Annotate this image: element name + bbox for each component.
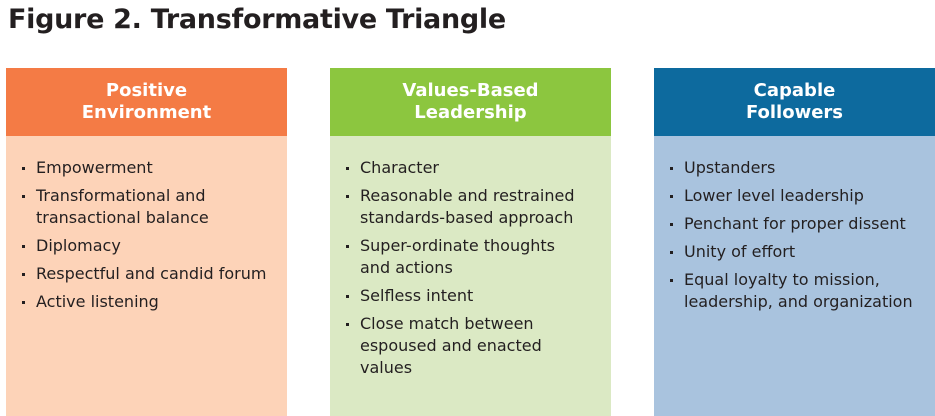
bullet-icon (346, 245, 349, 248)
bullet-text: and actions (360, 258, 453, 277)
bullet-text: Penchant for proper dissent (684, 214, 906, 233)
bullet-item: Upstanders (668, 157, 925, 179)
bullet-text: Equal loyalty to mission, (684, 270, 880, 289)
bullet-icon (670, 279, 673, 282)
bullet-icon (22, 245, 25, 248)
bullet-icon (346, 323, 349, 326)
bullet-text: Reasonable and restrained (360, 186, 575, 205)
column-header-line: Environment (81, 102, 212, 123)
column-header-line: Values-Based (402, 80, 539, 101)
bullet-item: Selfless intent (344, 285, 601, 307)
bullet-item: Close match between espoused and enacted v… (344, 313, 601, 379)
bullet-icon (346, 195, 349, 198)
bullet-item: Equal loyalty to mission, leadership, and… (668, 269, 925, 313)
column-header-line: Capable (753, 80, 836, 101)
bullet-text: Respectful and candid forum (36, 264, 267, 283)
bullet-text: Super-ordinate thoughts (360, 236, 556, 255)
bullet-text: espoused and enacted (360, 336, 542, 355)
bullet-text: leadership, and organization (684, 292, 913, 311)
bullet-icon (22, 301, 25, 304)
bullet-icon (22, 195, 25, 198)
bullet-icon (346, 295, 349, 298)
bullet-icon (22, 273, 25, 276)
column-header-line: Positive (105, 80, 188, 101)
bullet-text: Lower level leadership (684, 186, 864, 205)
bullet-item: Diplomacy (20, 235, 277, 257)
bullet-text: Close match between (360, 314, 534, 333)
bullet-text: standards-based approach (360, 208, 574, 227)
bullet-text: Empowerment (36, 158, 153, 177)
bullet-item: Super-ordinate thoughts and actions (344, 235, 601, 279)
bullet-text: Diplomacy (36, 236, 121, 255)
bullet-text: Transformational and (36, 186, 206, 205)
bullet-item: Empowerment (20, 157, 277, 179)
bullet-item: Reasonable and restrained standards-based… (344, 185, 601, 229)
bullet-icon (22, 167, 25, 170)
bullet-text: Upstanders (684, 158, 776, 177)
bullet-item: Active listening (20, 291, 277, 313)
figure-title: Figure 2. Transformative Triangle (8, 4, 506, 35)
bullet-text: Selfless intent (360, 286, 474, 305)
bullet-text: transactional balance (36, 208, 209, 227)
column-header-line: Leadership (414, 102, 527, 123)
bullet-icon (346, 167, 349, 170)
bullet-item: Lower level leadership (668, 185, 925, 207)
bullet-icon (670, 167, 673, 170)
bullet-text: Unity of effort (684, 242, 796, 261)
bullet-text: Active listening (36, 292, 159, 311)
bullet-item: Unity of effort (668, 241, 925, 263)
bullet-icon (670, 251, 673, 254)
bullet-text: values (360, 358, 413, 377)
bullet-icon (670, 223, 673, 226)
bullet-text: Character (360, 158, 439, 177)
bullet-item: Respectful and candid forum (20, 263, 277, 285)
bullet-item: Transformational and transactional balanc… (20, 185, 277, 229)
bullet-item: Character (344, 157, 601, 179)
column-header-line: Followers (745, 102, 844, 123)
bullet-icon (670, 195, 673, 198)
bullet-item: Penchant for proper dissent (668, 213, 925, 235)
